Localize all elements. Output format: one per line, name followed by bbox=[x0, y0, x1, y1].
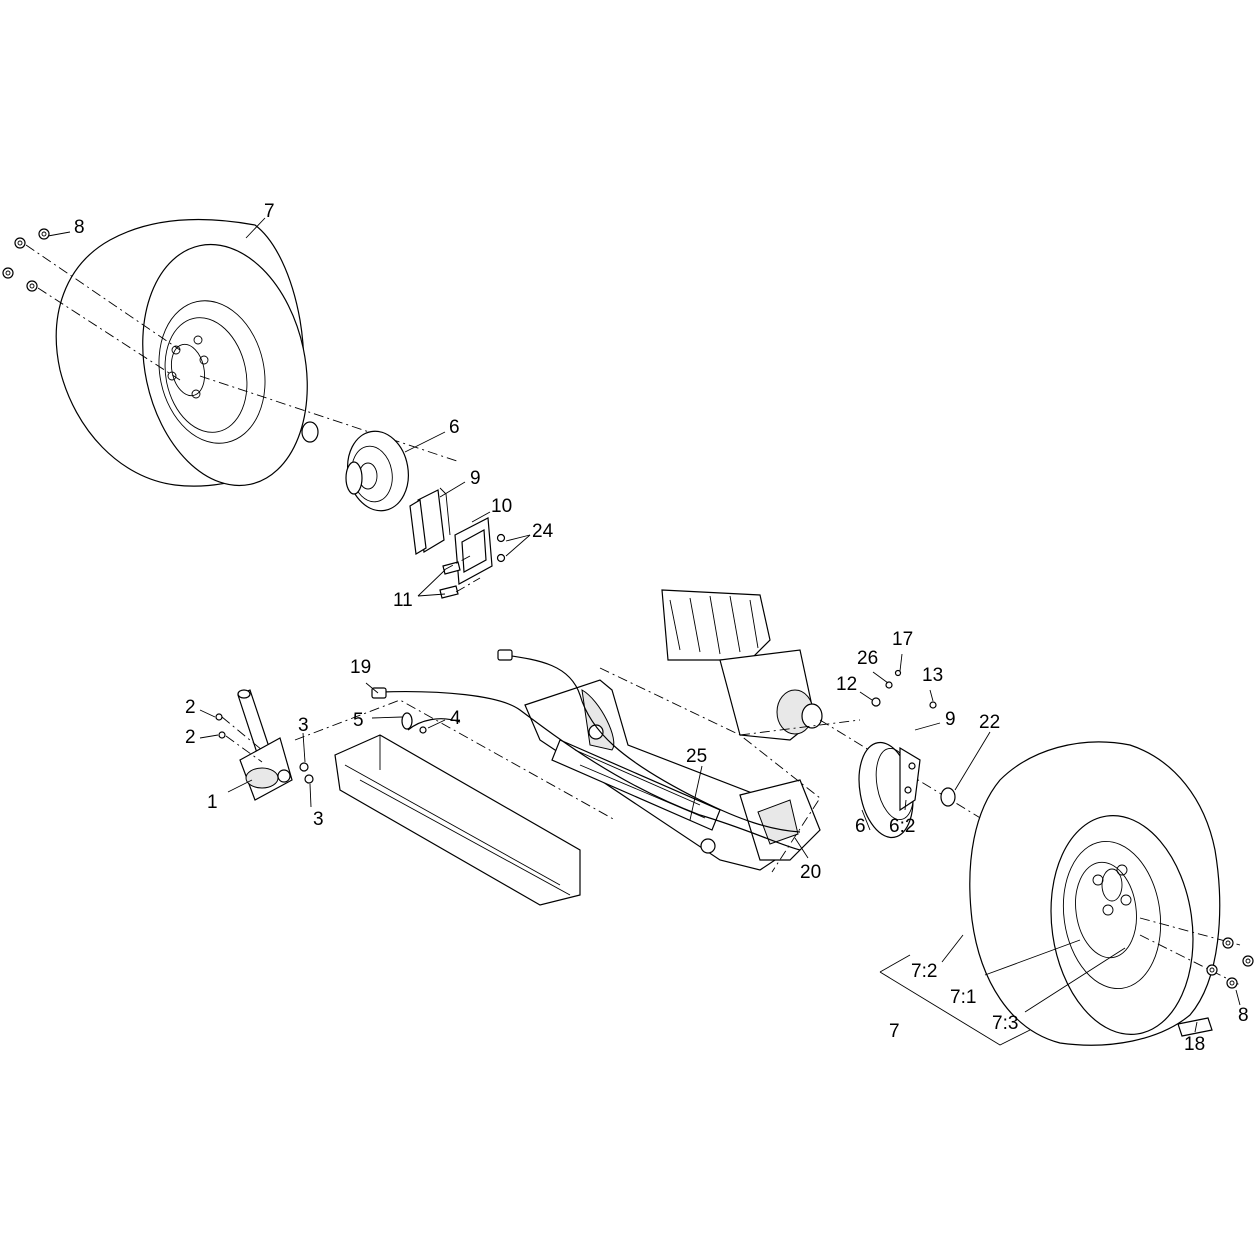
steering-pivot-assembly bbox=[215, 689, 314, 801]
callout-24: 24 bbox=[532, 521, 554, 542]
hydrostatic-transaxle bbox=[661, 589, 1001, 831]
callout-19: 19 bbox=[350, 657, 371, 678]
callout-4: 4 bbox=[450, 708, 461, 729]
callout-6-top: 6 bbox=[449, 417, 460, 438]
callout-9-top: 9 bbox=[470, 468, 481, 489]
callout-labels: 7 8 6 9 10 24 11 19 5 4 2 2 3 3 1 25 20 … bbox=[74, 201, 1249, 1055]
callout-10: 10 bbox=[491, 496, 512, 517]
callout-1: 1 bbox=[207, 792, 218, 813]
callout-7-bottom: 7 bbox=[889, 1021, 900, 1042]
lug-nuts-top bbox=[2, 228, 181, 381]
callout-18: 18 bbox=[1184, 1034, 1205, 1055]
callout-26: 26 bbox=[857, 648, 878, 669]
leader-lines bbox=[47, 217, 1241, 1033]
callout-6-right: 6 bbox=[855, 816, 866, 837]
callout-25: 25 bbox=[686, 746, 707, 767]
callout-2-upper: 2 bbox=[185, 697, 196, 718]
caliper-assembly-top bbox=[409, 487, 506, 599]
callout-3-lower: 3 bbox=[313, 809, 324, 830]
callout-11: 11 bbox=[393, 590, 413, 611]
brake-hub-top bbox=[199, 375, 461, 512]
callout-12: 12 bbox=[836, 674, 857, 695]
callout-22: 22 bbox=[979, 712, 1000, 733]
callout-5: 5 bbox=[353, 710, 364, 731]
callout-20: 20 bbox=[800, 862, 821, 883]
wheel-assembly-bracket bbox=[879, 954, 1031, 1046]
brake-cables bbox=[371, 649, 801, 851]
rear-wheel-left bbox=[55, 218, 308, 487]
callout-13: 13 bbox=[922, 665, 943, 686]
callout-2-lower: 2 bbox=[185, 727, 196, 748]
callout-17: 17 bbox=[892, 629, 913, 650]
callout-9-right: 9 bbox=[945, 709, 956, 730]
callout-8-top: 8 bbox=[74, 217, 85, 238]
valve-stem bbox=[1177, 1017, 1213, 1037]
lug-nuts-bottom bbox=[1206, 937, 1254, 989]
callout-3-upper: 3 bbox=[298, 715, 309, 736]
callout-7-2: 7:2 bbox=[911, 961, 937, 982]
rear-wheel-right bbox=[969, 741, 1241, 1046]
callout-7-1: 7:1 bbox=[950, 987, 976, 1008]
callout-8-bottom: 8 bbox=[1238, 1005, 1249, 1026]
callout-6-2: 6:2 bbox=[889, 816, 915, 837]
frame-rail bbox=[294, 699, 616, 906]
callout-7-top: 7 bbox=[264, 201, 275, 222]
brake-hub-right bbox=[858, 669, 956, 839]
callout-7-3: 7:3 bbox=[992, 1013, 1018, 1034]
